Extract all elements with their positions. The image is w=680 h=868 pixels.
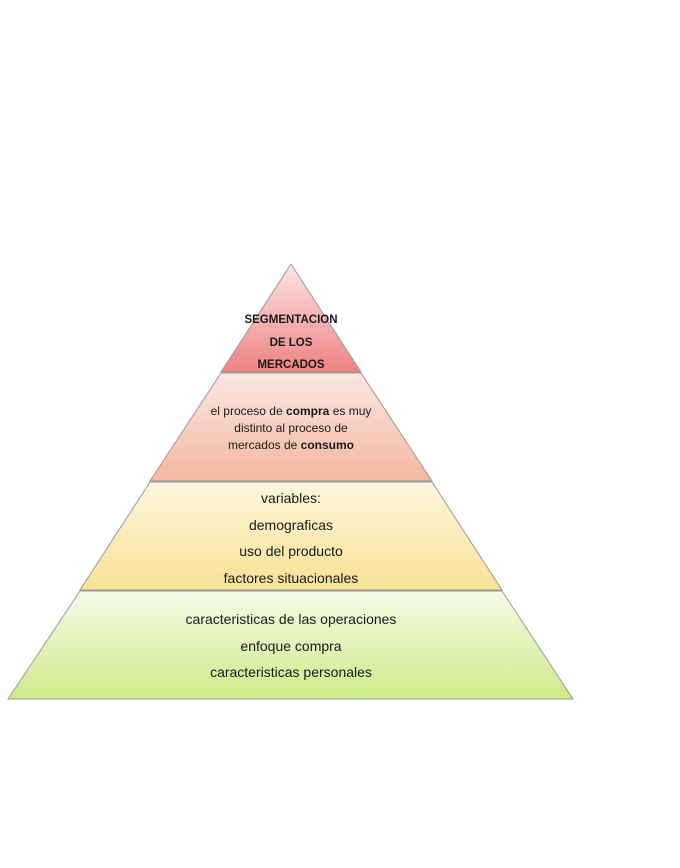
level-second-line-2: distinto al proceso de: [234, 421, 348, 435]
level-third-line-2: demograficas: [248, 516, 334, 533]
level-third-line-4: factores situacionales: [223, 569, 359, 586]
level-base-line-1: caracteristicas de las operaciones: [185, 611, 397, 627]
level-base-line-3: caracteristicas personales: [210, 664, 372, 680]
level-third-label: variables: demograficas uso del producto…: [141, 485, 441, 591]
level-top-line-2: DE LOS: [269, 336, 313, 349]
level-top-line-1: SEGMENTACION: [244, 314, 338, 326]
level-second-line-3: mercados de consumo: [227, 438, 355, 452]
level-second-line-1: el proceso de compra es muy: [210, 404, 372, 418]
level-top-label: SEGMENTACION DE LOS MERCADOS: [211, 309, 371, 377]
level-base-line-2: enfoque compra: [240, 637, 342, 654]
pyramid-level-top: [220, 263, 362, 373]
pyramid-level-second: [149, 372, 433, 482]
level-second-label: el proceso de compra es muy distinto al …: [171, 403, 411, 454]
level-third-line-1: variables:: [261, 490, 321, 506]
level-base-label: caracteristicas de las operaciones enfoq…: [111, 606, 471, 686]
level-top-line-3: MERCADOS: [257, 359, 325, 371]
pyramid-level-third: [79, 481, 503, 591]
level-third-line-3: uso del producto: [239, 543, 343, 559]
pyramid-level-base: [7, 590, 574, 700]
